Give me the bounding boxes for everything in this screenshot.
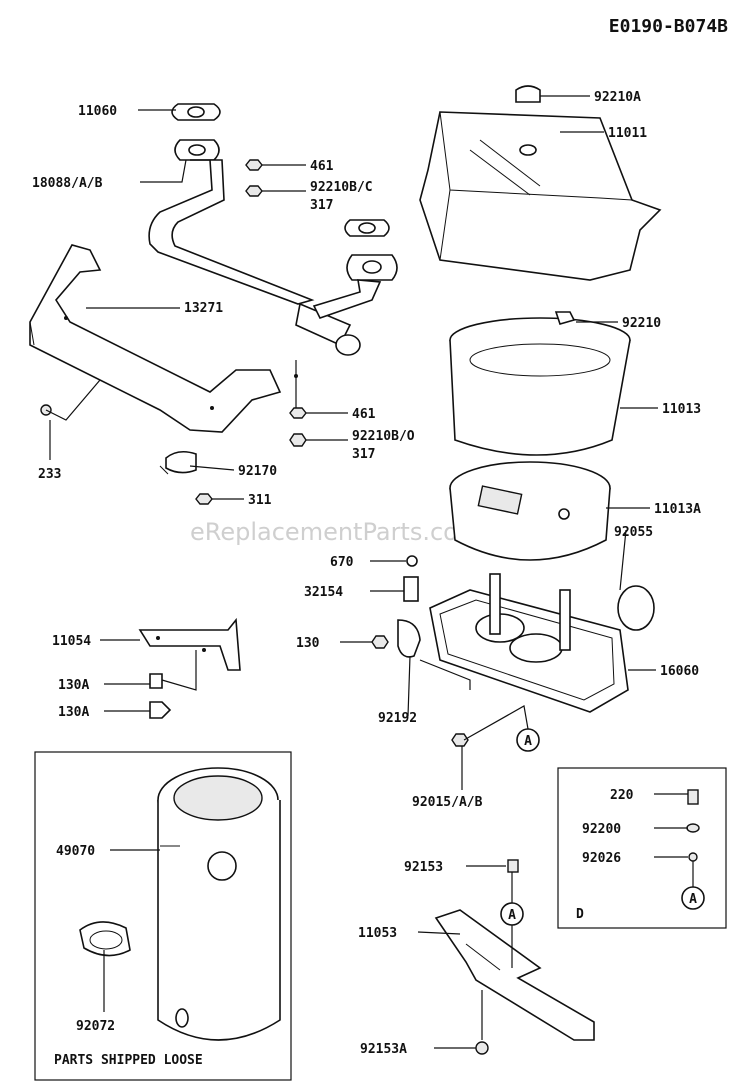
label-670: 670 xyxy=(330,555,354,570)
heat-shield-13271 xyxy=(29,244,298,433)
label-92015: 92015/A/B xyxy=(412,795,483,810)
muffler-49070 xyxy=(157,767,281,1041)
label-11011: 11011 xyxy=(608,126,647,141)
label-92210a: 92210A xyxy=(594,90,641,105)
label-49070: 49070 xyxy=(56,844,95,859)
svg-text:A: A xyxy=(524,734,532,749)
fittings xyxy=(371,555,469,747)
label-18088: 18088/A/B xyxy=(32,176,103,191)
leader-lines xyxy=(45,95,694,1049)
label-92200: 92200 xyxy=(582,822,621,837)
callout-a-2: A xyxy=(500,902,524,926)
detail-d-parts xyxy=(686,789,700,862)
parts-shipped-loose-caption: PARTS SHIPPED LOOSE xyxy=(54,1053,203,1068)
label-317-upper: 317 xyxy=(310,198,333,213)
label-92210bc: 92210B/C xyxy=(310,180,373,195)
svg-text:A: A xyxy=(508,908,516,923)
seal-ring-92055 xyxy=(617,585,655,631)
label-317-lower: 317 xyxy=(352,447,375,462)
diagram-id: E0190-B074B xyxy=(609,16,728,37)
callout-a-1: A xyxy=(516,728,540,752)
detail-box-d xyxy=(557,767,727,929)
label-92055: 92055 xyxy=(614,525,653,540)
label-92153a: 92153A xyxy=(360,1042,407,1057)
label-11054: 11054 xyxy=(52,634,91,649)
label-461-upper: 461 xyxy=(310,159,334,174)
air-cleaner-base-16060 xyxy=(429,573,629,713)
label-233: 233 xyxy=(38,467,61,482)
label-11060: 11060 xyxy=(78,104,117,119)
detail-box-caption: D xyxy=(576,907,584,922)
label-461-lower: 461 xyxy=(352,407,376,422)
label-92170: 92170 xyxy=(238,464,277,479)
label-13271: 13271 xyxy=(184,301,223,316)
exhaust-pipe-18088 xyxy=(148,139,398,356)
bracket-11054 xyxy=(138,617,241,719)
label-130a-2: 130A xyxy=(58,705,89,720)
clamp-92170 xyxy=(159,450,197,475)
pre-cleaner-11013 xyxy=(449,311,631,456)
label-92192: 92192 xyxy=(378,711,417,726)
bracket-11053 xyxy=(434,859,595,1055)
label-92210: 92210 xyxy=(622,316,661,331)
label-11053: 11053 xyxy=(358,926,397,941)
label-92026: 92026 xyxy=(582,851,621,866)
label-130a-1: 130A xyxy=(58,678,89,693)
label-16060: 16060 xyxy=(660,664,699,679)
label-11013a: 11013A xyxy=(654,502,701,517)
label-220: 220 xyxy=(610,788,634,803)
air-cleaner-cover-11011 xyxy=(419,85,662,281)
svg-text:A: A xyxy=(689,892,697,907)
clamp-92072 xyxy=(79,921,131,957)
label-92072: 92072 xyxy=(76,1019,115,1034)
watermark: eReplacementParts.com xyxy=(190,518,481,546)
label-92153: 92153 xyxy=(404,860,443,875)
label-11013: 11013 xyxy=(662,402,701,417)
air-filter-element-11013a xyxy=(449,461,611,561)
label-311: 311 xyxy=(248,493,272,508)
callout-a-3: A xyxy=(681,886,705,910)
label-130: 130 xyxy=(296,636,320,651)
label-32154: 32154 xyxy=(304,585,343,600)
label-92210bo: 92210B/O xyxy=(352,429,415,444)
parts-shipped-loose-box xyxy=(34,751,292,1081)
gasket-11060 xyxy=(171,103,221,121)
